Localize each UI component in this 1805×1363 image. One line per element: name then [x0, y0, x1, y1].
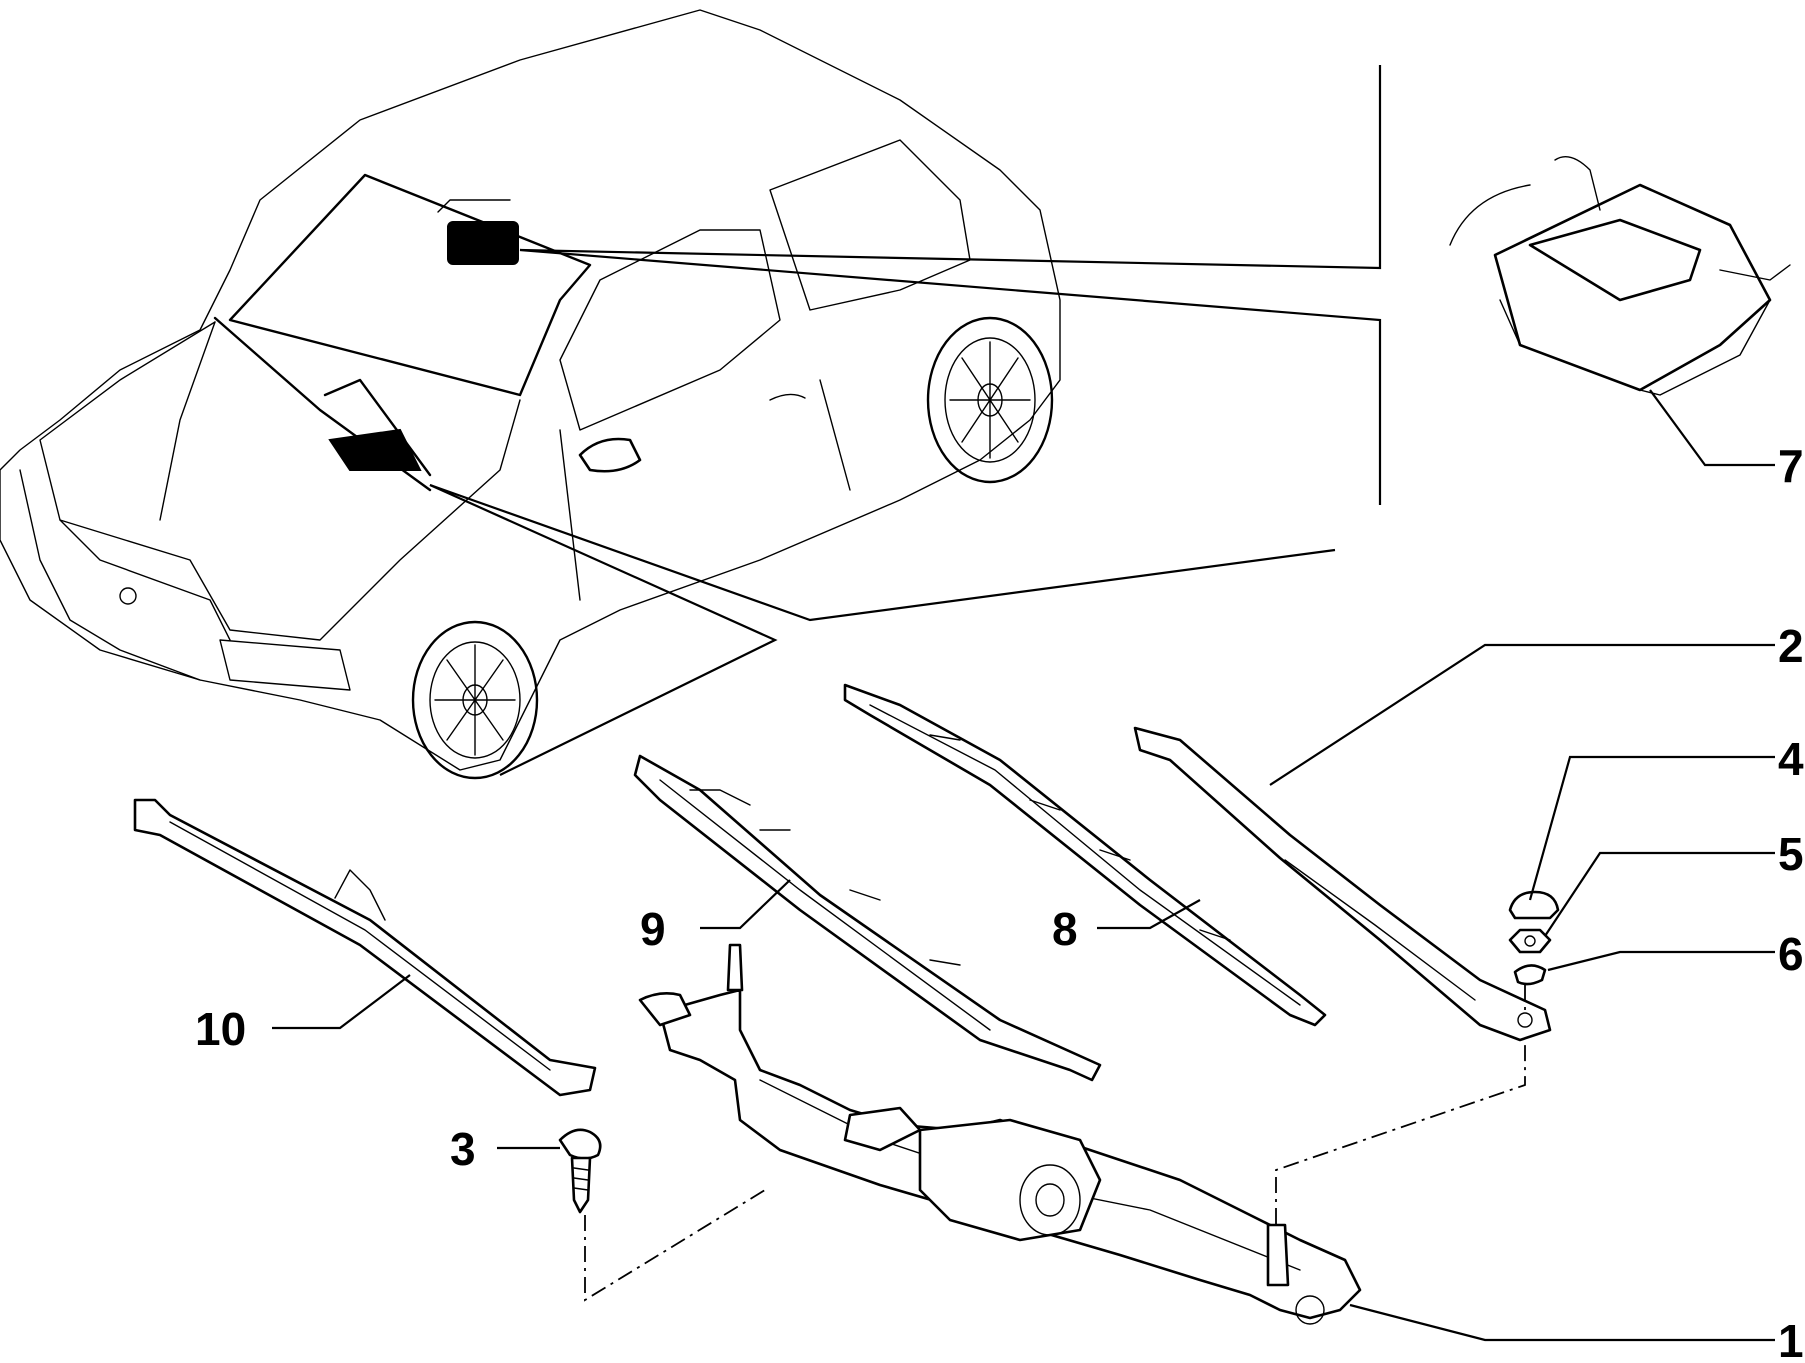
callout-labels: 1 2 3 4 5 6 7 8 9 10 — [195, 440, 1804, 1363]
blade-part-10 — [133, 798, 597, 1097]
blade-part-8 — [843, 683, 1327, 1027]
callout-5: 5 — [1778, 828, 1804, 880]
callout-6: 6 — [1778, 928, 1804, 980]
small-parts-4-5-6 — [1508, 890, 1560, 986]
callout-9: 9 — [640, 903, 666, 955]
blade-part-9 — [633, 754, 1102, 1082]
assembly-lines — [584, 985, 1526, 1302]
projection-lines — [429, 65, 1382, 776]
callout-4: 4 — [1778, 733, 1804, 785]
car-illustration — [0, 9, 1061, 780]
callout-2: 2 — [1778, 620, 1804, 672]
callout-10: 10 — [195, 1003, 246, 1055]
callout-3: 3 — [450, 1123, 476, 1175]
bolt-part-3 — [558, 1128, 602, 1214]
leader-lines — [272, 389, 1775, 1342]
wiper-arm-part-2 — [1133, 726, 1552, 1042]
wiper-linkage-part-1 — [638, 943, 1362, 1325]
callout-8: 8 — [1052, 903, 1078, 955]
callout-7: 7 — [1778, 440, 1804, 492]
callout-1: 1 — [1778, 1315, 1804, 1363]
rain-sensor-part-7 — [1449, 156, 1791, 396]
